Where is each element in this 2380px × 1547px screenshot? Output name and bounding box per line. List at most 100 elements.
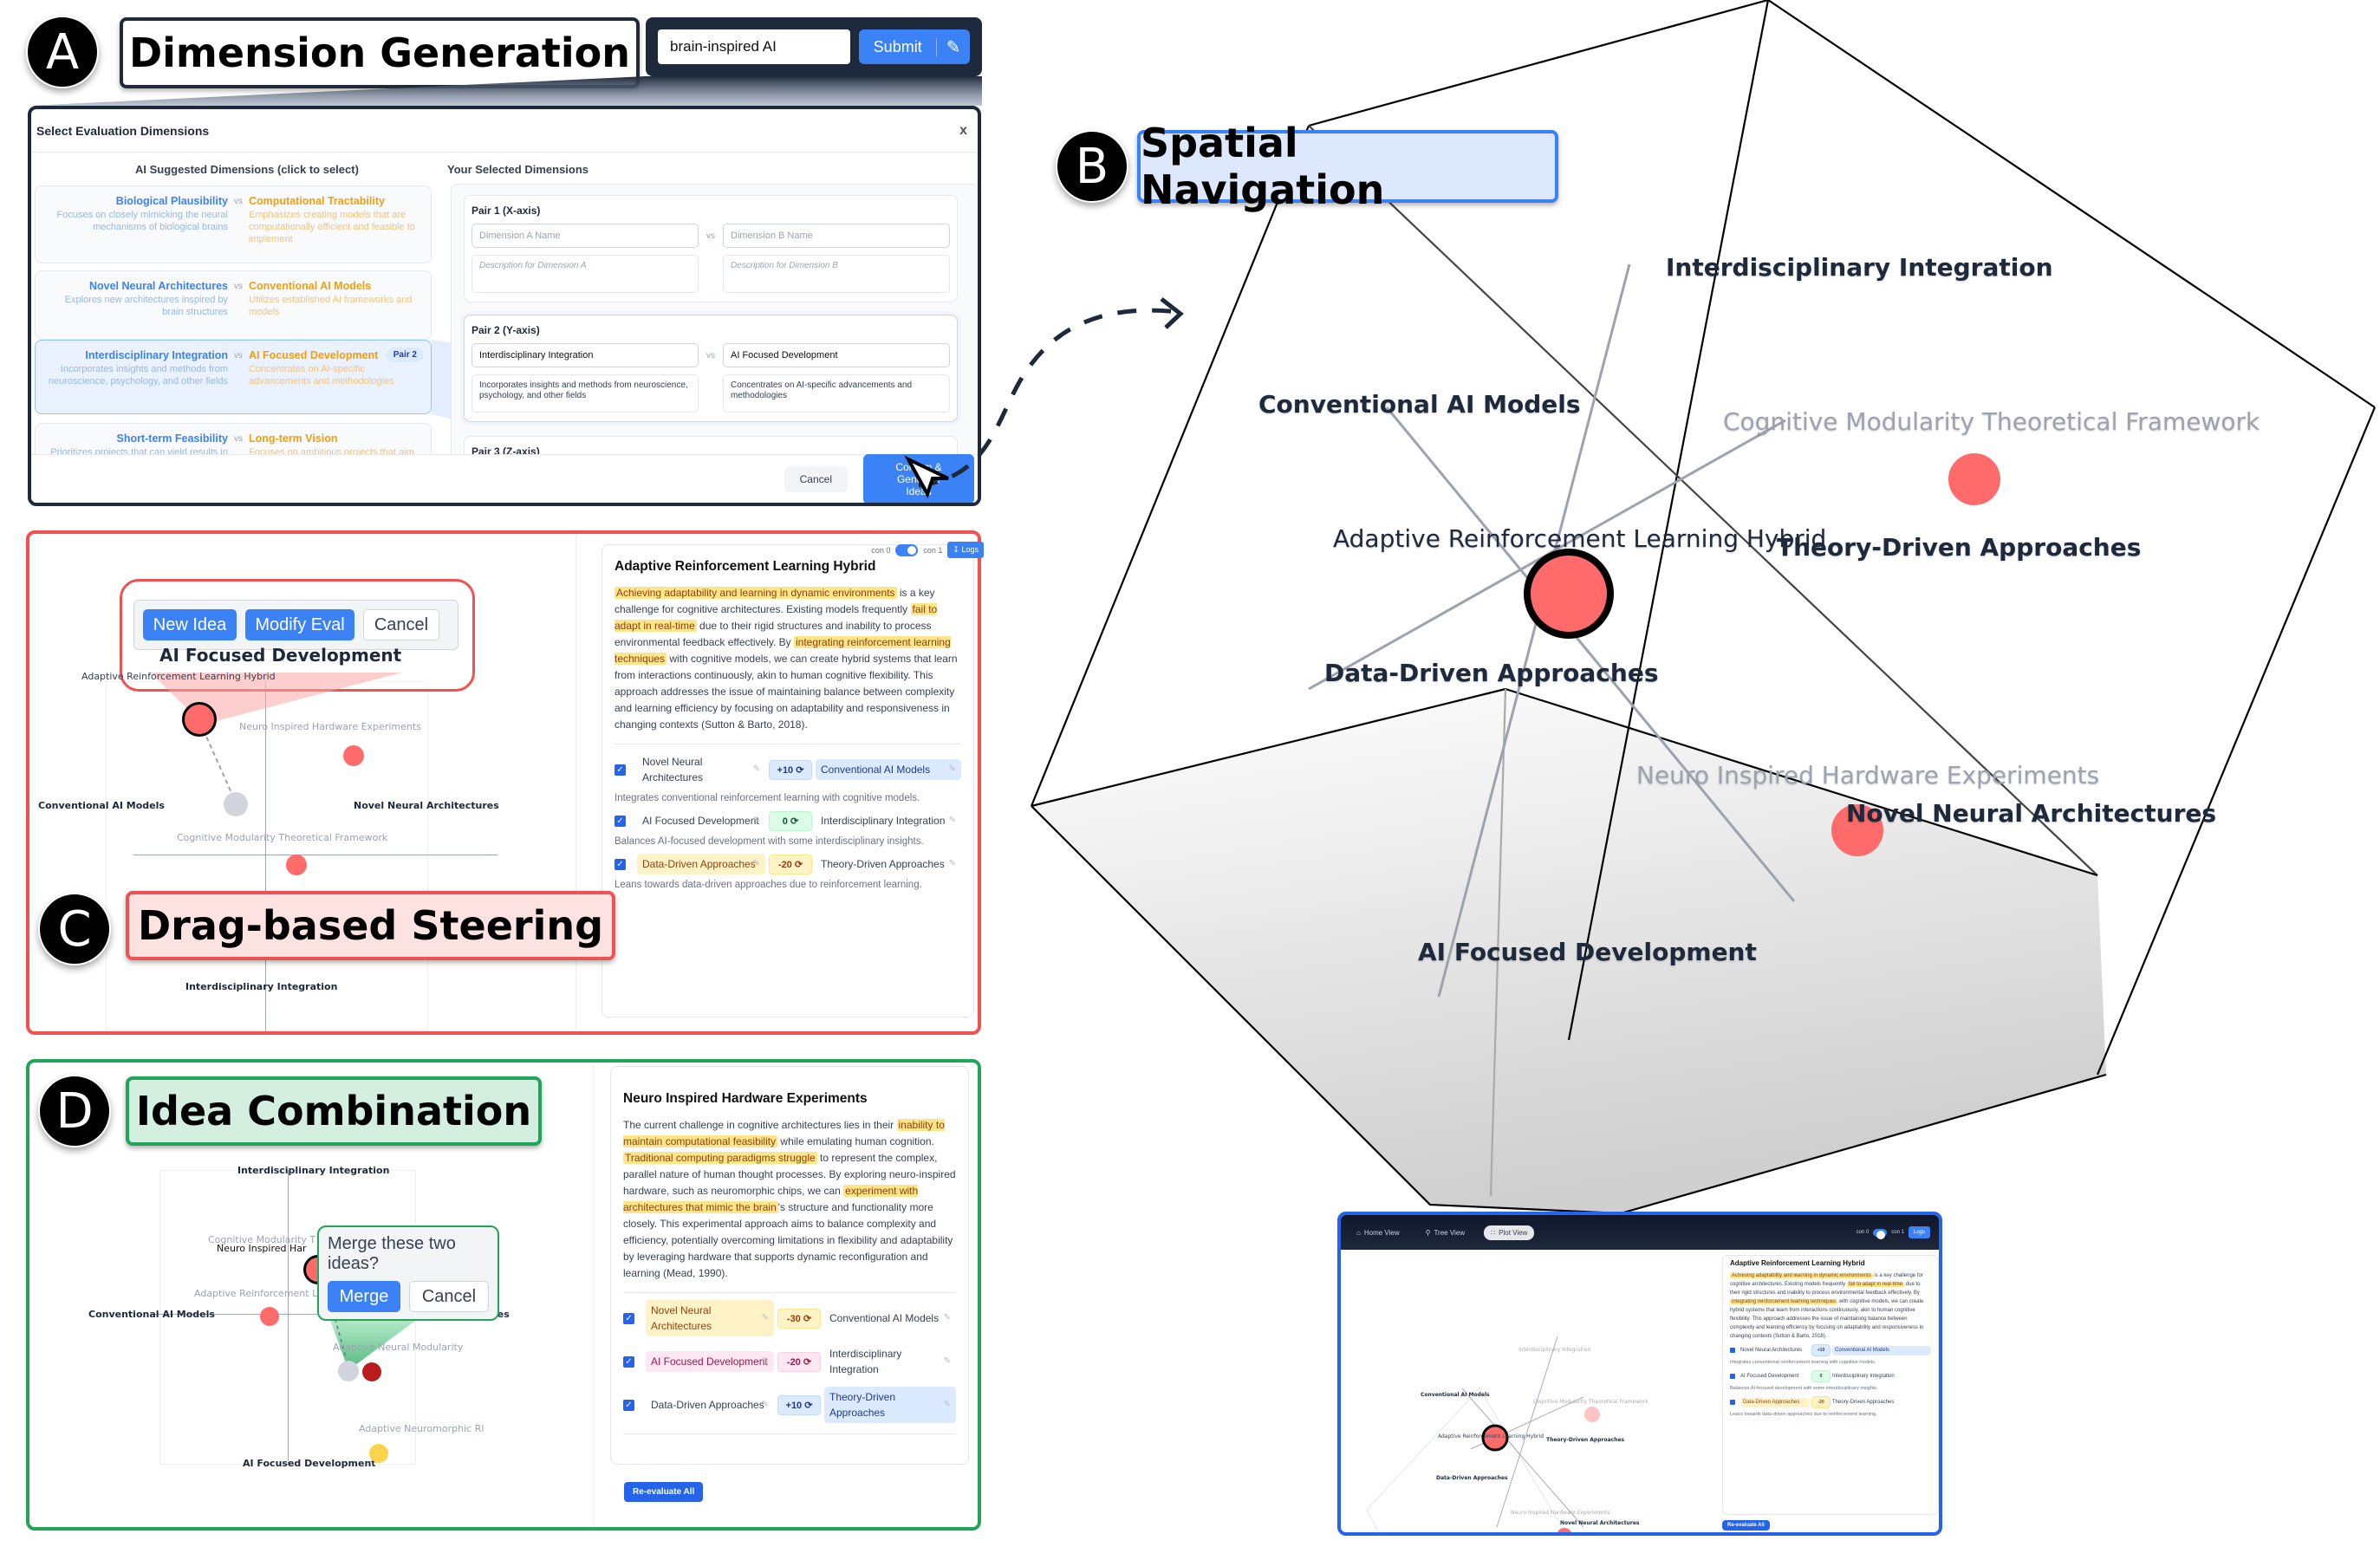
dimension-checkbox[interactable]: ✓: [615, 815, 626, 827]
dimension-note: Leans towards data-driven approaches due…: [615, 880, 922, 890]
idea-point[interactable]: [369, 1444, 388, 1463]
score-badge[interactable]: -20 ⟳: [777, 1351, 821, 1372]
selected-header: Your Selected Dimensions: [447, 163, 589, 176]
dimension-row: ✓ AI Focused Development✎ 0 ⟳ Interdisci…: [615, 810, 961, 831]
vs-label: vs: [706, 231, 715, 241]
dimension-checkbox[interactable]: ✓: [623, 1355, 634, 1368]
submit-button[interactable]: Submit ✎: [859, 29, 970, 64]
topic-bar: brain-inspired AI Submit ✎: [646, 17, 982, 76]
dim-a-name: Biological Plausibility: [115, 195, 228, 207]
dimension-row: ✓ Data-Driven Approaches✎ -20 ⟳ Theory-D…: [615, 854, 961, 874]
logs-button[interactable]: Logs: [1908, 1226, 1930, 1238]
dimension-a[interactable]: Data-Driven Approaches✎: [651, 1399, 769, 1411]
dim-a-desc: Focuses on closely mimicking the neural …: [56, 210, 228, 232]
new-idea-button[interactable]: New Idea: [143, 609, 237, 640]
mini-card-body: Achieving adaptability and learning in d…: [1730, 1273, 1924, 1339]
idea-point-selected[interactable]: [182, 702, 217, 737]
tab-home-view[interactable]: ⌂Home View: [1356, 1228, 1400, 1237]
dimension-b-name-input[interactable]: Dimension B Name: [723, 224, 950, 248]
reevaluate-all-button[interactable]: Re-evaluate All: [624, 1482, 704, 1502]
dimension-b-name-input[interactable]: AI Focused Development: [723, 343, 950, 367]
dimension-a[interactable]: AI Focused Development✎: [646, 1351, 774, 1372]
topic-input[interactable]: brain-inspired AI: [658, 29, 851, 64]
pencil-icon: ✎: [752, 859, 760, 868]
score-badge[interactable]: -20 ⟳: [769, 854, 812, 874]
dimension-row: ✓ AI Focused Development✎ -20 ⟳ Interdis…: [623, 1343, 956, 1380]
dimension-a-name-input[interactable]: Dimension A Name: [471, 224, 699, 248]
dimension-checkbox[interactable]: ✓: [615, 858, 626, 870]
point-label: Adaptive Neuromorphic Rl: [359, 1423, 484, 1434]
drag-action-popup: New Idea Modify Eval Cancel: [133, 600, 458, 650]
idea-point[interactable]: [286, 855, 307, 875]
tab-tree-view[interactable]: ⚲Tree View: [1425, 1228, 1466, 1237]
score-badge[interactable]: 0 ⟳: [769, 810, 812, 831]
dimension-b-desc-input[interactable]: Description for Dimension B: [723, 255, 950, 293]
logs-button[interactable]: ↧ Logs: [947, 542, 984, 558]
point-neuro-hardware: [1831, 804, 1883, 856]
axis-label-right: Novel Neural Architectures: [354, 800, 499, 811]
dimension-checkbox[interactable]: ✓: [615, 764, 626, 776]
dimension-a[interactable]: Novel Neural Architectures✎: [646, 1300, 774, 1336]
dialog-title: Select Evaluation Dimensions: [36, 123, 210, 138]
mini-plot[interactable]: [1341, 1250, 1713, 1536]
3d-cube-plot[interactable]: [1023, 0, 2380, 1231]
toggle-left-label: con 0: [871, 545, 891, 555]
mini-card-title: Adaptive Reinforcement Learning Hybrid: [1730, 1259, 1865, 1267]
cancel-button[interactable]: Cancel: [363, 609, 439, 640]
point-cognitive-modularity: [1948, 453, 2000, 505]
cancel-button[interactable]: Cancel: [409, 1281, 489, 1312]
idea-point[interactable]: [343, 745, 364, 766]
dimension-b[interactable]: Interdisciplinary Integration✎: [829, 1348, 951, 1375]
cancel-button[interactable]: Cancel: [784, 465, 848, 492]
dimension-b-desc-input[interactable]: Concentrates on AI-specific advancements…: [723, 374, 950, 413]
modify-eval-button[interactable]: Modify Eval: [245, 609, 354, 640]
pencil-icon: ✎: [752, 764, 760, 774]
dimension-a-desc-input[interactable]: Incorporates insights and methods from n…: [471, 374, 699, 413]
dim-b-name: Long-term Vision: [249, 432, 338, 445]
point-label: Adaptive Reinforcement Learning: [194, 1288, 354, 1299]
section-badge-b: B: [1056, 130, 1128, 203]
dimension-checkbox[interactable]: ✓: [623, 1312, 634, 1324]
dimension-a-name-input[interactable]: Interdisciplinary Integration: [471, 343, 699, 367]
pair-1-box: Pair 1 (X-axis) Dimension A Name vs Dime…: [464, 195, 958, 302]
dimension-b[interactable]: Theory-Driven Approaches✎: [821, 858, 956, 870]
idea-body: Achieving adaptability and learning in d…: [615, 587, 958, 731]
dialog-footer: Cancel Confirm & Generate Ideas: [31, 453, 978, 503]
context-toggle[interactable]: [1873, 1228, 1888, 1239]
dimension-b[interactable]: Theory-Driven Approaches✎: [824, 1387, 956, 1423]
score-badge[interactable]: -30 ⟳: [777, 1308, 821, 1329]
reevaluate-all-button[interactable]: Re-evaluate All: [1722, 1520, 1770, 1531]
vs-label: vs: [234, 197, 243, 206]
idea-point[interactable]: [260, 1307, 279, 1326]
plot-view-screenshot: ⌂Home View ⚲Tree View ∷Plot View con 0 c…: [1337, 1212, 1942, 1536]
dimension-b[interactable]: Conventional AI Models✎: [829, 1312, 951, 1324]
dimension-a[interactable]: AI Focused Development✎: [642, 815, 760, 827]
refresh-icon: ⟳: [804, 1400, 813, 1411]
dimension-checkbox[interactable]: ✓: [623, 1399, 634, 1411]
merge-button[interactable]: Merge: [328, 1281, 400, 1312]
dimension-a[interactable]: Novel Neural Architectures✎: [642, 756, 760, 783]
dimension-a[interactable]: Data-Driven Approaches✎: [637, 854, 765, 874]
axis-label-bottom: Interdisciplinary Integration: [185, 981, 338, 992]
dimension-b[interactable]: Interdisciplinary Integration✎: [821, 815, 956, 827]
close-icon[interactable]: x: [959, 122, 967, 138]
idea-point-target[interactable]: [362, 1362, 381, 1381]
pair-title: Pair 2 (Y-axis): [471, 324, 540, 336]
edit-icon[interactable]: ✎: [946, 37, 961, 57]
tab-plot-view[interactable]: ∷Plot View: [1484, 1225, 1535, 1240]
refresh-icon: ⟳: [790, 816, 799, 827]
dimension-a-desc-input[interactable]: Description for Dimension A: [471, 255, 699, 293]
score-badge[interactable]: +10 ⟳: [769, 759, 812, 780]
dim-a-desc: Incorporates insights and methods from n…: [48, 364, 228, 387]
axis-label-top: AI Focused Development: [159, 645, 402, 666]
drag-visuals: [151, 673, 402, 816]
idea-point-dragged[interactable]: [338, 1361, 359, 1381]
score-badge[interactable]: +10 ⟳: [777, 1394, 821, 1415]
dimension-b[interactable]: Conventional AI Models✎: [816, 759, 961, 780]
point-label: Cognitive Modularity T: [208, 1234, 316, 1245]
context-toggle[interactable]: [895, 543, 919, 556]
cube-label-conventional: Conventional AI Models: [1258, 390, 1581, 419]
